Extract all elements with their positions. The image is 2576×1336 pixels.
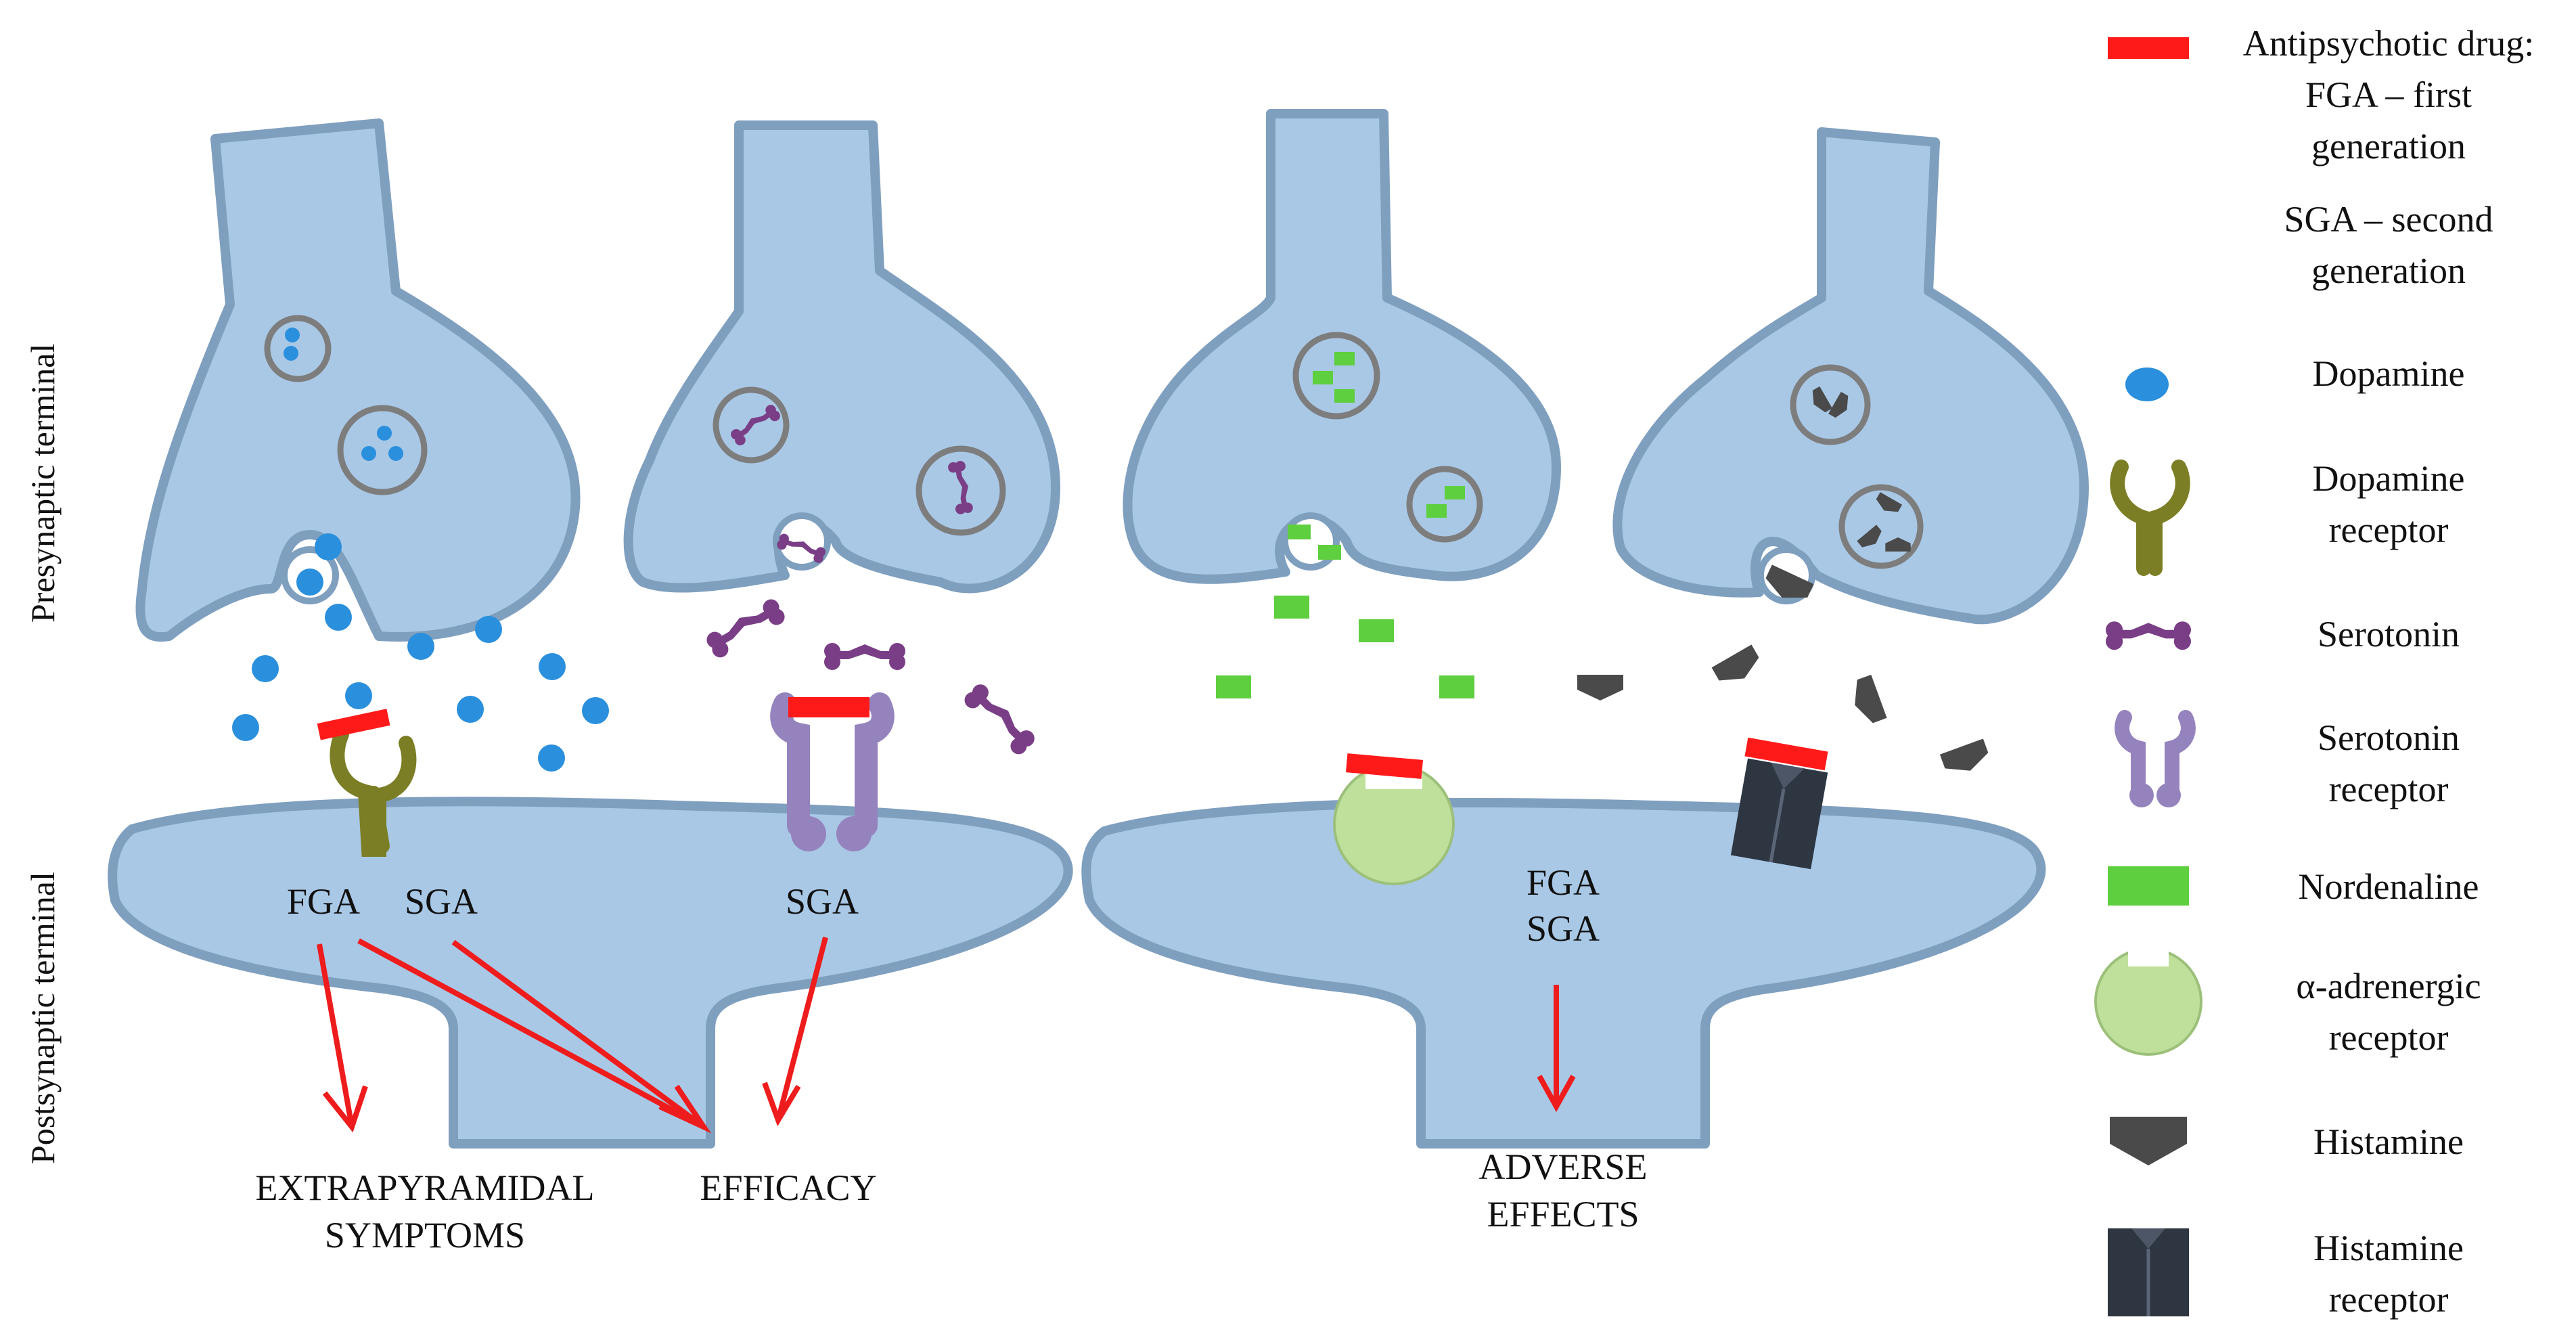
legend-drug-label: FGA – first — [2305, 74, 2472, 115]
antipsychotic-drug-block — [1744, 737, 1828, 771]
serotonin-vesicle — [713, 386, 790, 464]
legend-histamine-receptor-label: receptor — [2329, 1279, 2449, 1320]
legend-serotonin-receptor-label: receptor — [2329, 769, 2449, 809]
alpha-adrenergic-receptor — [1333, 763, 1455, 885]
presynaptic-terminal-dopamine — [135, 118, 581, 642]
legend-histamine-receptor-label: Histamine — [2313, 1228, 2464, 1268]
effect-arrow-right — [1537, 985, 1576, 1113]
histamine-vesicle — [1838, 484, 1924, 569]
dopamine-receptor — [330, 727, 417, 857]
legend-histamine-receptor-swatch — [2108, 1228, 2189, 1316]
outcome-symptoms: SYMPTOMS — [325, 1215, 525, 1255]
legend-dopamine-swatch — [2125, 368, 2169, 401]
sga-label: SGA — [405, 881, 478, 922]
serotonin-vesicle — [916, 445, 1006, 536]
legend-noradrenaline-label: Nordenaline — [2299, 866, 2479, 907]
legend-adrenergic-receptor-swatch — [2094, 946, 2202, 1056]
postsynaptic-terminal-right — [1081, 797, 2046, 1149]
effect-arrows-left — [317, 936, 828, 1134]
legend-drug-swatch — [2108, 37, 2189, 59]
outcome-adverse: ADVERSE — [1478, 1146, 1647, 1187]
histamine-receptor — [1730, 758, 1828, 870]
antipsychotic-drug-block — [317, 709, 390, 740]
legend-drug-label: Antipsychotic drug: — [2243, 23, 2534, 64]
antipsychotic-drug-block — [788, 697, 869, 717]
legend-histamine-swatch — [2110, 1117, 2187, 1165]
legend-drug-label: generation — [2311, 250, 2466, 291]
legend-histamine-label: Histamine — [2313, 1121, 2464, 1162]
postsynaptic-terminal-left — [108, 797, 1073, 1149]
noradrenaline-molecules — [1216, 525, 1474, 698]
legend-serotonin-receptor-swatch — [2115, 710, 2196, 807]
fga-label: FGA — [287, 881, 360, 922]
presynaptic-terminal-histamine — [1612, 127, 2089, 625]
legend-dopamine-receptor-label: receptor — [2329, 510, 2449, 550]
legend-noradrenaline-swatch — [2108, 866, 2189, 906]
postsynaptic-label: Postsynaptic terminal — [24, 872, 62, 1164]
sga-label: SGA — [1527, 908, 1600, 949]
noradrenaline-vesicle — [1292, 332, 1380, 420]
fga-label: FGA — [1527, 862, 1600, 903]
legend-drug-label: SGA – second — [2284, 199, 2493, 240]
legend-adrenergic-receptor-label: receptor — [2329, 1017, 2449, 1058]
legend-serotonin-swatch — [2106, 621, 2191, 650]
presynaptic-label: Presynaptic terminal — [24, 344, 62, 623]
outcome-extrapyramidal: EXTRAPYRAMIDAL — [255, 1167, 594, 1208]
legend-serotonin-label: Serotonin — [2318, 614, 2460, 654]
noradrenaline-vesicle — [1406, 466, 1483, 543]
dopamine-vesicle — [264, 315, 332, 382]
legend-dopamine-receptor-label: Dopamine — [2313, 458, 2465, 499]
dopamine-vesicle — [337, 405, 428, 495]
legend-adrenergic-receptor-label: α-adrenergic — [2296, 966, 2481, 1006]
antipsychotic-drug-block — [1345, 753, 1424, 779]
sga-label: SGA — [786, 881, 859, 922]
legend-serotonin-receptor-label: Serotonin — [2318, 717, 2460, 758]
presynaptic-terminal-noradrenaline — [1123, 109, 1561, 584]
dopamine-molecules — [232, 533, 609, 772]
serotonin-receptor — [770, 692, 895, 851]
legend: Antipsychotic drug: FGA – first generati… — [2094, 23, 2534, 1320]
legend-dopamine-label: Dopamine — [2313, 353, 2465, 394]
legend-dopamine-receptor-swatch — [2110, 460, 2190, 576]
legend-drug-label: generation — [2311, 126, 2466, 166]
outcome-effects: EFFECTS — [1487, 1194, 1639, 1234]
histamine-vesicle — [1790, 364, 1871, 445]
outcome-efficacy: EFFICACY — [700, 1167, 876, 1208]
presynaptic-terminal-serotonin — [623, 120, 1060, 594]
